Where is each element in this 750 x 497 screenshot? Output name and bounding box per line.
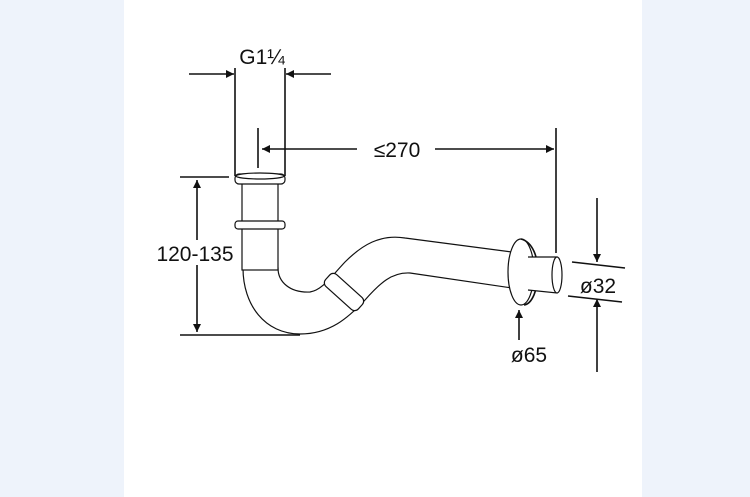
rosette-diameter-dimension: ø65 <box>511 310 547 367</box>
height-dimension: 120-135 <box>156 176 300 336</box>
thread-label: G1¼ <box>239 46 285 69</box>
height-label: 120-135 <box>156 243 233 266</box>
outlet-diameter-dimension: ø32 <box>567 198 626 372</box>
length-label: ≤270 <box>374 139 421 162</box>
rosette-diameter-label: ø65 <box>511 344 547 367</box>
thread-dimension: G1¼ <box>189 46 331 176</box>
siphon-body <box>234 172 563 335</box>
outlet-diameter-label: ø32 <box>580 275 616 298</box>
length-dimension: ≤270 <box>257 128 557 253</box>
